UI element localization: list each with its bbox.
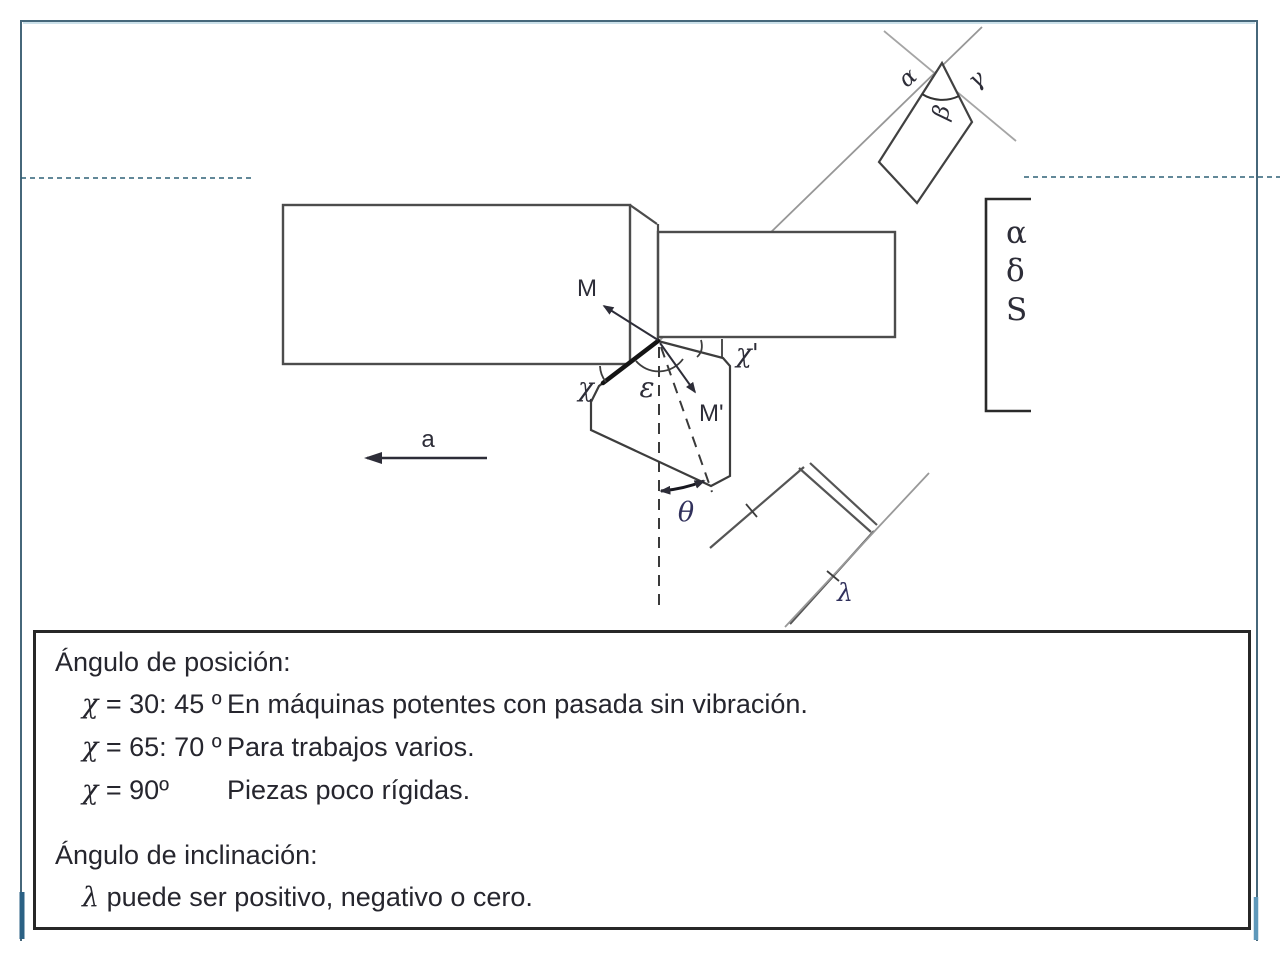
approach-angle-label: χ <box>576 373 596 403</box>
tool-top-view-outline <box>589 339 732 488</box>
workpiece-left-section <box>281 203 632 366</box>
angle-value-text: = 65: 70 º <box>98 732 222 762</box>
page-border <box>20 20 1258 941</box>
side-view-face-line-1 <box>798 467 872 533</box>
secondary-angle-mark <box>696 339 723 358</box>
side-legend-item-alpha: α <box>1006 215 1027 251</box>
label-m-prime: M' <box>699 400 724 427</box>
main-cutting-edge <box>600 338 661 386</box>
angle-description: Piezas poco rígidas. <box>227 775 471 805</box>
arrow-m <box>602 305 659 341</box>
angle-value-text: = 90º <box>98 775 170 805</box>
lambda-angle-tick <box>826 570 840 582</box>
side-view-shank-line <box>709 466 805 549</box>
side-legend-box <box>984 197 1031 413</box>
greek-chi: χ <box>82 732 99 763</box>
label-m: M <box>577 275 597 302</box>
wedge-angle-arc <box>921 93 960 101</box>
workpiece-right-section <box>656 230 897 339</box>
arrow-m-prime <box>659 342 696 394</box>
angle-value: χ = 30: 45 º <box>82 683 227 726</box>
rake-angle-label: γ <box>963 65 990 94</box>
greek-lambda: λ <box>82 882 100 913</box>
angle-value: χ = 90º <box>82 769 227 812</box>
angle-description: Para trabajos varios. <box>227 732 475 762</box>
inclination-angle-row: λ puede ser positivo, negativo o cero. <box>55 876 1248 919</box>
angle-description: En máquinas potentes con pasada sin vibr… <box>227 689 808 719</box>
feed-label: a <box>421 426 435 453</box>
secondary-approach-angle-label: χ' <box>734 339 759 369</box>
inclination-angle-label: λ <box>836 578 853 607</box>
nose-angle-arc <box>635 358 684 373</box>
tool-wedge-section <box>877 60 974 205</box>
greek-chi: χ <box>82 775 99 806</box>
angle-value-text: = 30: 45 º <box>98 689 222 719</box>
nose-angle-label: ε <box>639 371 654 404</box>
side-legend-item-s: S <box>1006 292 1027 328</box>
edge-plane-dashed-line <box>660 346 713 493</box>
angle-value: χ = 65: 70 º <box>82 726 227 769</box>
inclination-angle-title: Ángulo de inclinación: <box>55 840 318 870</box>
inclination-description: puede ser positivo, negativo o cero. <box>99 882 533 912</box>
theta-angle-arrow <box>659 479 706 495</box>
side-view-tick-mark <box>745 503 758 518</box>
greek-chi: χ <box>82 689 99 720</box>
side-legend-item-delta: δ <box>1006 253 1025 289</box>
side-view-face-line-2 <box>809 462 878 526</box>
workpiece-chamfer-edge <box>629 204 658 225</box>
wedge-angle-label: β <box>927 102 956 123</box>
position-angle-title: Ángulo de posición: <box>55 647 291 677</box>
lambda-reference-line <box>784 472 930 628</box>
approach-angle-arc <box>599 365 607 383</box>
theta-angle-label: θ <box>678 497 694 528</box>
